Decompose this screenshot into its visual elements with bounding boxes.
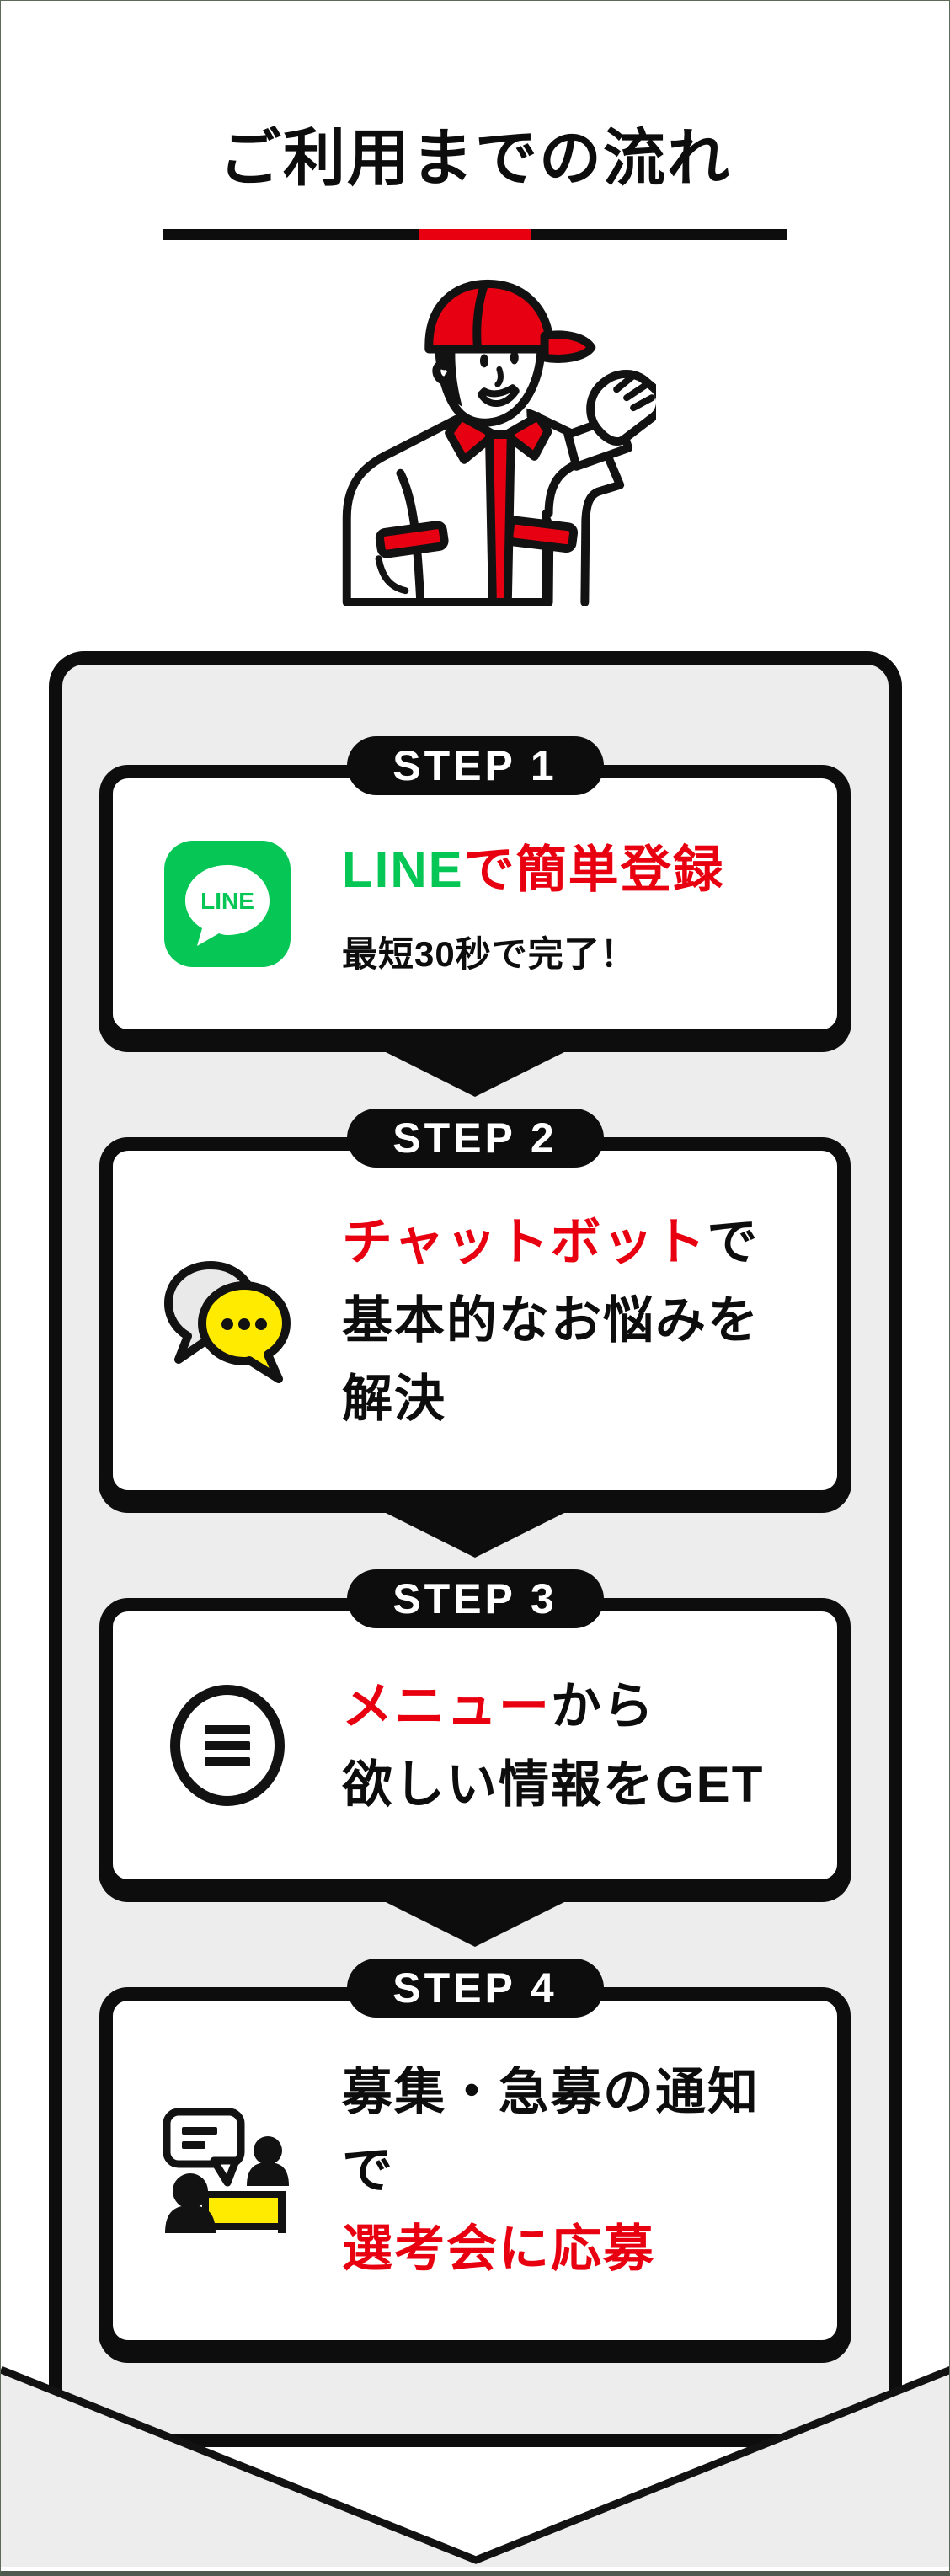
- step-3-block: STEP 3 メニューから 欲しい情報をGET: [99, 1569, 851, 1948]
- step-2-line1: チャットボットで: [342, 1203, 793, 1281]
- line-app-icon: LINE: [157, 840, 298, 968]
- step-2-block: STEP 2 チャットボットで 基本的なお悩みを解決: [99, 1109, 851, 1558]
- page-title: ご利用までの流れ: [219, 123, 731, 193]
- step-1-badge: STEP 1: [346, 736, 604, 796]
- step-2-line2: 基本的なお悩みを解決: [342, 1281, 793, 1438]
- step-2-line2-seg1: 基本的なお悩みを解決: [342, 1292, 760, 1428]
- step-2-line1-seg2: で: [707, 1214, 760, 1271]
- interview-icon: [157, 2107, 298, 2235]
- bottom-chevron-decoration: [1, 2365, 949, 2567]
- step-1-text: LINEで簡単登録 最短30秒で完了！: [342, 831, 793, 977]
- step-3-line1: メニューから: [342, 1667, 793, 1745]
- step-3-card: メニューから 欲しい情報をGET: [99, 1598, 851, 1894]
- step-4-card: 募集・急募の通知で 選考会に応募: [99, 1987, 851, 2354]
- step-2-badge: STEP 2: [346, 1109, 604, 1168]
- step-4-line2: 選考会に応募: [342, 2210, 793, 2288]
- step-4-line1-seg1: 募集・急募の通知で: [342, 2064, 760, 2199]
- step-1-card: LINE LINEで簡単登録 最短30秒で完了！: [99, 765, 851, 1044]
- chatbot-icon: [157, 1257, 298, 1385]
- down-arrow-icon: [384, 1901, 566, 1948]
- menu-icon: [157, 1685, 298, 1807]
- steps-container: STEP 1 LINE LINEで簡単登録 最短30秒で完了！ STEP 2: [48, 651, 902, 2448]
- step-3-line1-seg2: から: [551, 1678, 655, 1735]
- down-arrow-icon: [384, 1051, 566, 1098]
- title-divider: [163, 229, 787, 241]
- step-1-heading-seg2: で簡単登録: [463, 842, 725, 899]
- step-3-text: メニューから 欲しい情報をGET: [342, 1667, 793, 1824]
- line-icon-label: LINE: [200, 888, 254, 914]
- step-2-line1-seg1: チャットボット: [342, 1214, 707, 1271]
- step-4-line2-seg1: 選考会に応募: [342, 2221, 655, 2278]
- step-4-block: STEP 4: [99, 1959, 851, 2354]
- title-divider-accent: [419, 229, 531, 241]
- step-4-badge: STEP 4: [346, 1959, 604, 2018]
- worker-illustration: [342, 280, 656, 607]
- step-3-line2-seg1: 欲しい情報をGET: [342, 1756, 765, 1814]
- step-4-text: 募集・急募の通知で 選考会に応募: [342, 2053, 793, 2288]
- step-2-text: チャットボットで 基本的なお悩みを解決: [342, 1203, 793, 1438]
- step-1-heading-seg1: LINE: [342, 842, 464, 899]
- down-arrow-icon: [384, 1512, 566, 1558]
- step-1-block: STEP 1 LINE LINEで簡単登録 最短30秒で完了！: [99, 736, 851, 1098]
- step-4-line1: 募集・急募の通知で: [342, 2053, 793, 2210]
- step-1-subtext: 最短30秒で完了！: [342, 934, 637, 975]
- step-1-heading: LINEで簡単登録: [342, 831, 793, 909]
- step-3-badge: STEP 3: [346, 1569, 604, 1629]
- step-3-line1-seg1: メニュー: [342, 1678, 551, 1735]
- step-3-line2: 欲しい情報をGET: [342, 1745, 793, 1824]
- step-2-card: チャットボットで 基本的なお悩みを解決: [99, 1137, 851, 1504]
